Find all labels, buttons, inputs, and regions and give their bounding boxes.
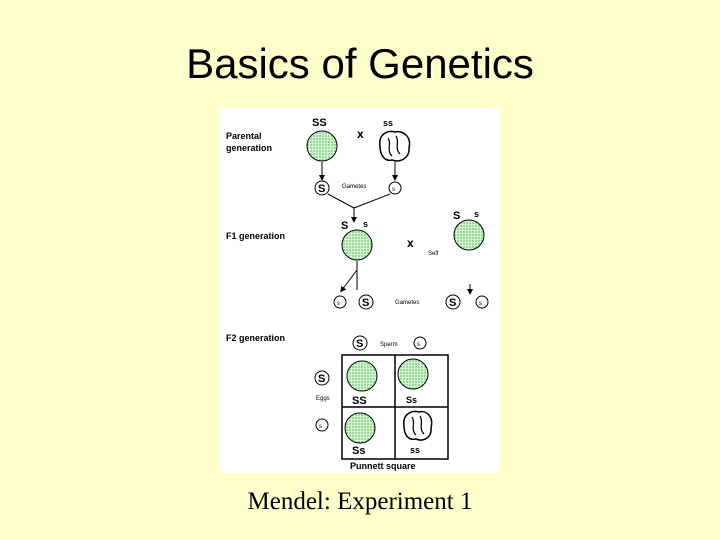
egg-recessive-label: s: [319, 424, 322, 430]
punnett-square-label: Punnett square: [350, 461, 416, 471]
sperm-label: Sperm: [380, 342, 398, 348]
gamete-recessive-icon: [388, 181, 402, 195]
round-pea-icon: [306, 130, 338, 162]
f1-pea-icon: [341, 229, 373, 261]
f1-gamete-dominant-label: S: [362, 297, 369, 309]
punnett-cell-2: Ss: [406, 395, 417, 405]
f1b-gamete-dominant-icon: [445, 294, 461, 310]
punnett-pea-ss3-icon: [344, 412, 376, 444]
f1b-allele-dominant: S: [453, 210, 460, 222]
punnett-cell-1: SS: [352, 395, 367, 407]
f2-generation-label: F2 generation: [226, 333, 285, 343]
gamete-dominant-icon: [314, 180, 330, 196]
f1b-pea-icon: [453, 219, 485, 251]
parent-recessive-genotype: ss: [383, 118, 393, 128]
cross-symbol: x: [357, 127, 364, 141]
gamete-dominant-label: S: [318, 183, 325, 195]
sperm-recessive-icon: [413, 336, 427, 350]
f1-allele-recessive: s: [363, 219, 368, 229]
diagram-svg: Parental generation SS x ss S Gametes s …: [226, 117, 489, 471]
self-label: Self: [428, 251, 439, 257]
egg-dominant-icon: [314, 370, 330, 386]
f1b-gamete-recessive-icon: [475, 295, 489, 309]
f1-gamete-recessive-icon: [333, 295, 347, 309]
generation-label: generation: [226, 143, 272, 153]
f1-generation-label: F1 generation: [226, 231, 285, 241]
punnett-pea-ss-icon: [346, 360, 378, 392]
genetics-diagram: Parental generation SS x ss S Gametes s …: [220, 108, 500, 473]
sperm-dominant-icon: [352, 335, 368, 351]
egg-recessive-icon: [315, 418, 329, 432]
wrinkled-pea-icon: [379, 130, 411, 162]
gametes-label: Gametes: [342, 184, 366, 190]
f1-gamete-recessive-label: s: [337, 301, 340, 307]
slide-caption: Mendel: Experiment 1: [247, 488, 473, 515]
f1-cross-symbol: x: [407, 236, 414, 250]
f1b-allele-recessive: s: [474, 209, 479, 219]
sperm-dominant-label: S: [356, 338, 363, 350]
eggs-label: Eggs: [316, 396, 330, 402]
punnett-pea-ss2-icon: [397, 358, 429, 390]
punnett-wrinkled-pea-icon: [403, 410, 433, 441]
gamete-recessive-label: s: [392, 187, 395, 193]
sperm-recessive-label: s: [417, 342, 420, 348]
f1b-gamete-recessive-label: s: [479, 301, 482, 307]
punnett-square: SS Ss Ss ss: [341, 354, 449, 460]
punnett-cell-4: ss: [410, 445, 420, 455]
f1-gamete-dominant-icon: [358, 294, 374, 310]
parent-dominant-genotype: SS: [312, 117, 327, 129]
f1-allele-dominant: S: [341, 220, 348, 232]
gametes-label-2: Gametes: [395, 300, 419, 306]
egg-dominant-label: S: [318, 373, 325, 385]
slide-title: Basics of Genetics: [186, 40, 534, 87]
punnett-cell-3: Ss: [352, 445, 365, 457]
parental-label: Parental: [226, 131, 262, 141]
f1b-gamete-dominant-label: S: [449, 297, 456, 309]
